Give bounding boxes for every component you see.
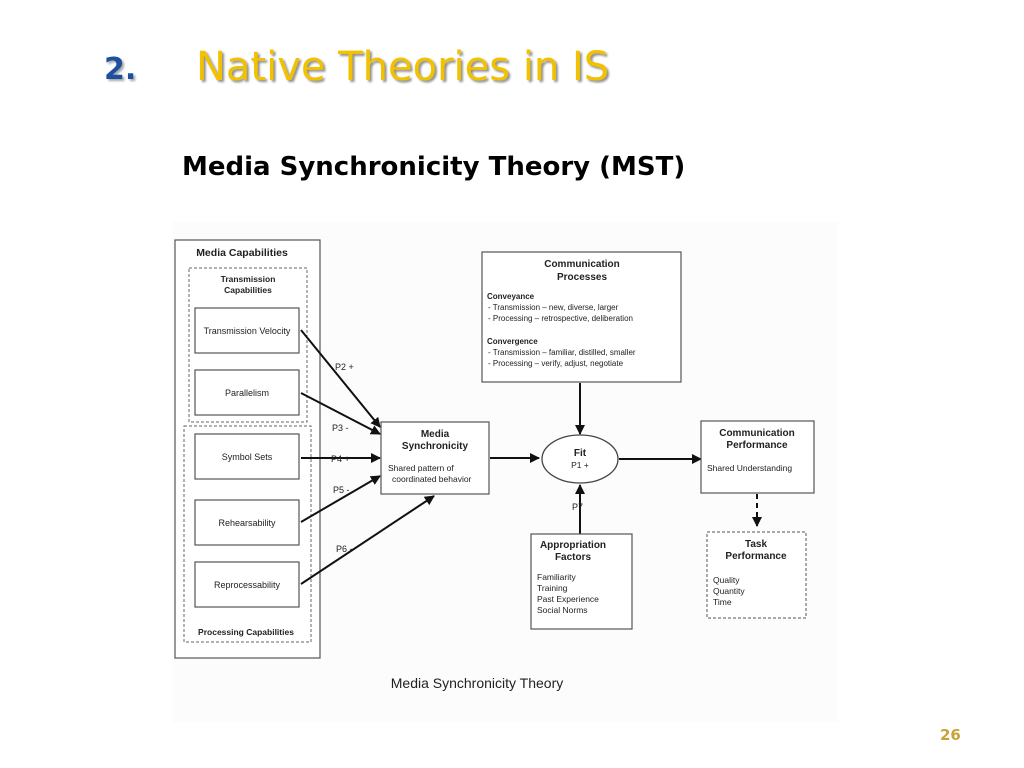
communication-processes-box [481, 251, 682, 383]
transmission-velocity-label: Transmission Velocity [204, 326, 291, 336]
media-synchronicity-box [380, 421, 490, 495]
appropriation-item-1: Familiarity [537, 572, 576, 582]
mst-diagram: Media Capabilities Transmission Capabili… [172, 222, 838, 722]
appropriation-factors-box [530, 533, 633, 630]
conveyance-title: Conveyance [487, 292, 535, 301]
transmission-capabilities-frame [188, 267, 308, 423]
transmission-capabilities-title-2: Capabilities [224, 285, 272, 295]
task-item-time: Time [713, 597, 732, 607]
media-synchronicity-title-2: Synchronicity [402, 441, 469, 452]
communication-performance-title-2: Performance [726, 440, 788, 451]
appropriation-factors-title-1: Appropriation [540, 540, 606, 551]
communication-processes-title-2: Processes [557, 272, 607, 283]
media-synchronicity-group: Media Synchronicity Shared pattern of co… [380, 421, 490, 495]
task-item-quantity: Quantity [713, 586, 745, 596]
fit-title: Fit [574, 448, 587, 459]
task-performance-title-2: Performance [725, 551, 787, 562]
diagram-caption: Media Synchronicity Theory [391, 675, 563, 691]
task-item-quality: Quality [713, 575, 740, 585]
parallelism-label: Parallelism [225, 388, 269, 398]
appropriation-factors-group: Appropriation Factors Familiarity Traini… [530, 533, 633, 630]
fit-ellipse [541, 434, 619, 484]
arrow-p2 [300, 329, 381, 428]
slide-number-prefix: 2. [104, 52, 137, 87]
fit-group: Fit P1 + [541, 434, 619, 484]
arrow-p3 [300, 392, 381, 435]
rehearsability-box [194, 499, 300, 546]
proposition-arrows [300, 329, 435, 585]
conveyance-item-1: - Transmission – new, diverse, larger [488, 303, 619, 312]
communication-performance-box [700, 420, 815, 494]
task-performance-group: Task Performance Quality Quantity Time [706, 531, 807, 619]
slide-title: Native Theories in IS [196, 44, 610, 90]
label-p3: P3 - [332, 423, 349, 433]
media-capabilities-group: Media Capabilities Transmission Capabili… [174, 239, 321, 659]
convergence-item-2: - Processing – verify, adjust, negotiate [488, 359, 624, 368]
appropriation-item-2: Training [537, 583, 568, 593]
appropriation-item-4: Social Norms [537, 605, 588, 615]
processing-capabilities-frame [183, 425, 312, 643]
slide-subtitle: Media Synchronicity Theory (MST) [182, 152, 686, 182]
task-performance-title-1: Task [745, 539, 767, 550]
reprocessability-label: Reprocessability [214, 580, 281, 590]
media-capabilities-title: Media Capabilities [196, 247, 288, 259]
symbol-sets-box [194, 433, 300, 480]
media-synchronicity-desc-1: Shared pattern of [388, 463, 454, 473]
appropriation-factors-title-2: Factors [555, 552, 592, 563]
reprocessability-box [194, 561, 300, 608]
rehearsability-label: Rehearsability [218, 518, 276, 528]
communication-performance-title-1: Communication [719, 428, 795, 439]
page-number: 26 [940, 726, 961, 744]
transmission-capabilities-title-1: Transmission [221, 274, 276, 284]
convergence-item-1: - Transmission – familiar, distilled, sm… [488, 348, 636, 357]
communication-processes-title-1: Communication [544, 259, 620, 270]
convergence-title: Convergence [487, 337, 538, 346]
communication-performance-desc: Shared Understanding [707, 463, 792, 473]
arrow-p6 [300, 495, 435, 585]
fit-proposition: P1 + [571, 460, 589, 470]
media-synchronicity-desc-2: coordinated behavior [392, 474, 472, 484]
label-p6: P6 - [336, 544, 353, 554]
task-performance-box [706, 531, 807, 619]
communication-processes-group: Communication Processes Conveyance - Tra… [481, 251, 682, 383]
label-p4: P4 + [331, 454, 350, 464]
transmission-velocity-box [194, 307, 300, 354]
label-p7: P7 [572, 502, 583, 512]
media-synchronicity-title-1: Media [421, 429, 450, 440]
communication-performance-group: Communication Performance Shared Underst… [700, 420, 815, 494]
conveyance-item-2: - Processing – retrospective, deliberati… [488, 314, 633, 323]
processing-capabilities-title: Processing Capabilities [198, 627, 294, 637]
symbol-sets-label: Symbol Sets [222, 452, 273, 462]
appropriation-item-3: Past Experience [537, 594, 599, 604]
label-p5: P5 - [333, 485, 350, 495]
label-p2: P2 + [335, 362, 354, 372]
parallelism-box [194, 369, 300, 416]
arrow-p5 [300, 475, 381, 523]
